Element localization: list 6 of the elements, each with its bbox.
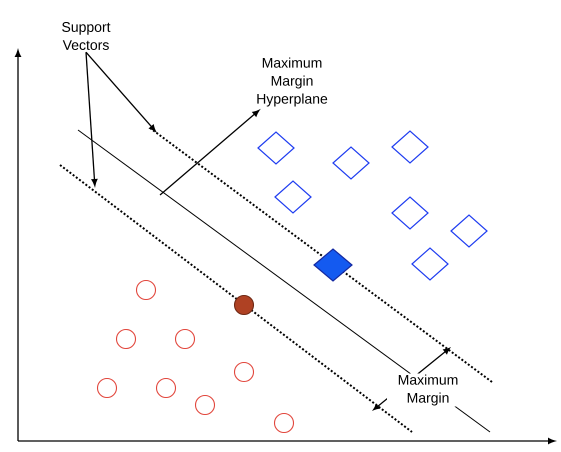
annotation-text: Maximum Margin Hyperplane (257, 57, 328, 107)
dimension-label: Maximum Margin (387, 373, 469, 407)
leader-arrow (86, 52, 156, 132)
leader-arrow (160, 110, 260, 196)
leader-arrow (85, 52, 98, 186)
annotation-text: Support Vectors (62, 22, 110, 50)
